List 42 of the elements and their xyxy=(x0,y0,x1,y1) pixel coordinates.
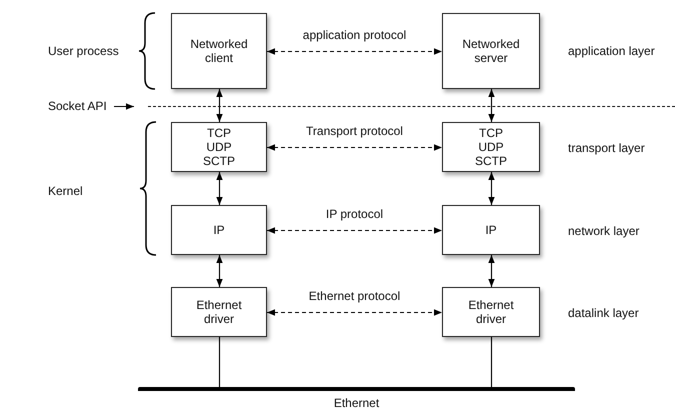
arrow xyxy=(114,103,134,110)
ethernet-bus xyxy=(138,387,575,410)
box-label: Ethernet driver xyxy=(196,298,242,326)
arrow xyxy=(216,89,223,122)
arrow xyxy=(216,172,223,205)
arrow xyxy=(267,144,442,151)
box-label: Ethernet driver xyxy=(468,298,514,326)
box-label: TCP UDP SCTP xyxy=(475,126,507,168)
arrow xyxy=(488,255,495,287)
arrow xyxy=(267,48,442,55)
edge-label: Ethernet protocol xyxy=(306,288,402,302)
layer-box xyxy=(171,13,267,89)
layer-box xyxy=(442,205,540,255)
box-label: TCP UDP SCTP xyxy=(203,126,235,168)
layer-box xyxy=(171,287,267,337)
layer-box xyxy=(442,13,540,89)
layer-box xyxy=(171,122,267,172)
box-label: Networked server xyxy=(462,37,520,65)
layer-label: network layer xyxy=(568,224,640,238)
separator-line xyxy=(148,106,675,108)
layer-label: datalink layer xyxy=(568,306,639,320)
arrow xyxy=(488,89,495,122)
arrow xyxy=(216,255,223,287)
box-label: Networked client xyxy=(190,37,248,65)
layer-box xyxy=(442,287,540,337)
edge-label: Transport protocol xyxy=(304,124,405,138)
socket-api-label: Socket API xyxy=(48,98,112,114)
layer-label: application layer xyxy=(568,44,655,58)
arrow xyxy=(488,172,495,205)
box-label: IP xyxy=(213,223,225,237)
layer-label: transport layer xyxy=(568,141,645,155)
arrow xyxy=(267,227,442,234)
connector-line xyxy=(218,337,220,387)
group-label: User process xyxy=(48,44,119,58)
arrow xyxy=(267,309,442,316)
edge-label: application protocol xyxy=(300,28,408,42)
box-label: IP xyxy=(485,223,497,237)
bus-label: Ethernet xyxy=(334,396,380,410)
connector-line xyxy=(490,337,492,387)
group-label: Kernel xyxy=(48,184,83,198)
layer-box xyxy=(171,205,267,255)
layer-box xyxy=(442,122,540,172)
